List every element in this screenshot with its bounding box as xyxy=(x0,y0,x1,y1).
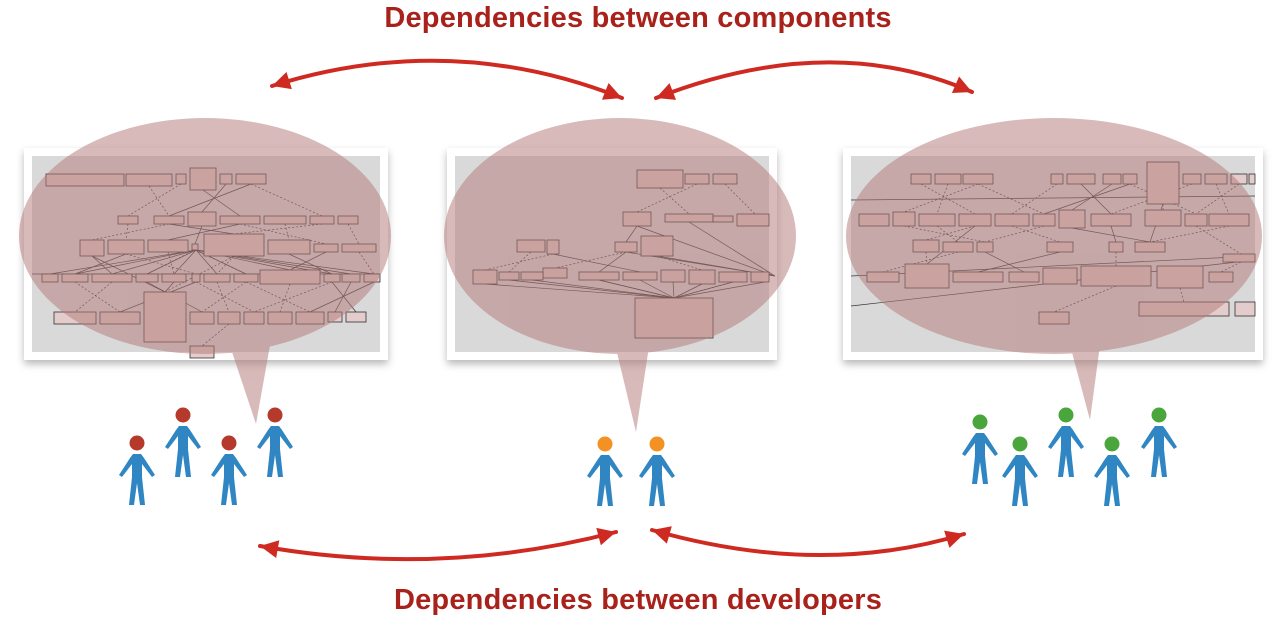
developer-head xyxy=(1151,407,1167,423)
developer-head xyxy=(1058,407,1074,423)
developer-body xyxy=(639,455,675,506)
developer-head xyxy=(1104,436,1120,452)
speech-bubble xyxy=(846,118,1262,420)
developer-body xyxy=(1002,455,1038,506)
developer-icon xyxy=(119,435,155,505)
developer-body xyxy=(165,426,201,477)
developer-body xyxy=(1094,455,1130,506)
arrowhead xyxy=(951,76,972,94)
developer-head xyxy=(221,435,237,451)
developer-icon xyxy=(1094,436,1130,506)
graph-node xyxy=(1234,301,1256,317)
developer-head xyxy=(649,436,665,452)
arrowhead xyxy=(601,83,622,100)
graph-node xyxy=(1248,173,1256,185)
developer-icon xyxy=(1002,436,1038,506)
developer-head xyxy=(597,436,613,452)
developer-icon xyxy=(587,436,623,506)
double-headed-arrow-icon xyxy=(650,526,966,557)
developer-head xyxy=(175,407,191,423)
developer-body xyxy=(257,426,293,477)
developer-head xyxy=(972,414,988,430)
speech-bubble-tail xyxy=(226,334,272,424)
arrowhead xyxy=(596,527,616,546)
double-headed-arrow-icon xyxy=(654,60,974,100)
double-headed-arrow-icon xyxy=(258,527,618,562)
graph-node xyxy=(345,311,367,323)
developer-body xyxy=(1048,426,1084,477)
developer-body xyxy=(211,454,247,505)
developer-icon xyxy=(962,414,998,484)
top-caption: Dependencies between components xyxy=(384,2,892,34)
arrow-line xyxy=(270,58,624,100)
arrow-line xyxy=(654,60,974,100)
developer-head xyxy=(129,435,145,451)
developer-head xyxy=(1012,436,1028,452)
speech-bubble-body xyxy=(846,118,1262,354)
developer-icon xyxy=(211,435,247,505)
developer-icon xyxy=(165,407,201,477)
speech-bubble-tail xyxy=(1066,330,1102,420)
arrowhead xyxy=(260,540,280,559)
speech-bubble xyxy=(444,118,796,432)
arrow-line xyxy=(650,528,966,557)
arrow-line xyxy=(258,530,618,562)
speech-bubble-body xyxy=(19,118,391,354)
arrowhead xyxy=(656,83,677,100)
developer-icon xyxy=(1141,407,1177,477)
bottom-caption: Dependencies between developers xyxy=(393,584,883,616)
developer-head xyxy=(267,407,283,423)
developer-body xyxy=(119,454,155,505)
arrowhead xyxy=(272,72,292,90)
double-headed-arrow-icon xyxy=(270,58,624,100)
speech-bubble-tail xyxy=(614,340,650,432)
developer-icon xyxy=(639,436,675,506)
arrowhead xyxy=(652,526,672,544)
developer-icon xyxy=(257,407,293,477)
speech-bubble-body xyxy=(444,118,796,354)
developer-icon xyxy=(1048,407,1084,477)
speech-bubble xyxy=(19,118,391,424)
developer-body xyxy=(962,433,998,484)
arrowhead xyxy=(944,530,964,548)
developer-body xyxy=(1141,426,1177,477)
developer-body xyxy=(587,455,623,506)
